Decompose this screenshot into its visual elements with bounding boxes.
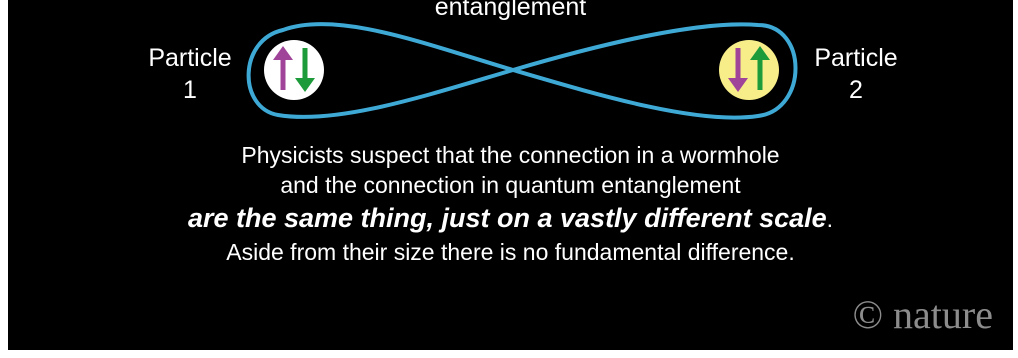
particle-1-label: Particle 1: [130, 42, 250, 106]
caption-line-4: Aside from their size there is no fundam…: [226, 239, 795, 265]
particle-2-label-line2: 2: [849, 76, 863, 104]
entanglement-label: entanglement: [434, 0, 587, 21]
arrow-up-icon: [273, 46, 293, 90]
particle-1-label-line1: Particle: [148, 44, 232, 72]
particle-2: [719, 40, 779, 100]
caption-line-2: and the connection in quantum entangleme…: [280, 172, 741, 198]
particle-2-label: Particle 2: [796, 42, 916, 106]
caption-emphasis: are the same thing, just on a vastly dif…: [187, 203, 827, 233]
figure-frame: entanglement Particle 1 Particle 2 Physi…: [8, 0, 1013, 350]
arrow-up-icon: [750, 46, 770, 90]
caption-period: .: [826, 206, 834, 232]
caption-line-3: are the same thing, just on a vastly dif…: [8, 200, 1013, 237]
arrow-down-icon: [295, 48, 315, 92]
entanglement-diagram: [246, 22, 798, 120]
particle-2-label-line1: Particle: [814, 44, 898, 72]
caption: Physicists suspect that the connection i…: [8, 140, 1013, 267]
caption-line-1: Physicists suspect that the connection i…: [241, 142, 780, 168]
entanglement-loop: [246, 22, 798, 120]
particle-1: [264, 40, 324, 100]
nature-credit: © nature: [852, 292, 993, 337]
arrow-down-icon: [728, 48, 748, 92]
particle-1-label-line2: 1: [183, 76, 197, 104]
